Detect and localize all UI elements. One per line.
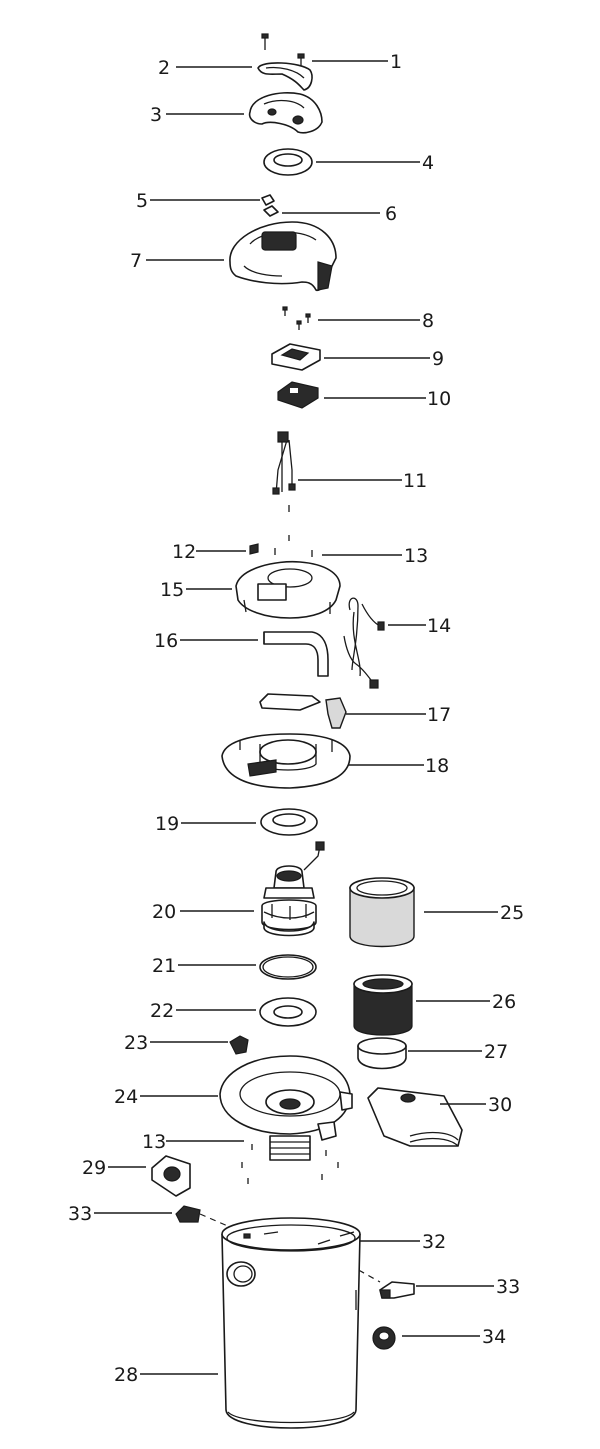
- part-10-board: [277, 381, 319, 409]
- callout-21: 21: [152, 955, 176, 977]
- part-7-cover: [229, 221, 337, 292]
- callout-22: 22: [150, 1000, 174, 1022]
- callout-11: 11: [403, 470, 427, 492]
- callout-18: 18: [425, 755, 449, 777]
- part-4-ring: [263, 148, 313, 176]
- part-5-6-small: [261, 194, 279, 217]
- part-25-foam-filter: [349, 877, 415, 948]
- callout-30: 30: [488, 1094, 512, 1116]
- callout-2: 2: [158, 57, 170, 79]
- part-33-clip-left: [175, 1205, 201, 1223]
- callout-1: 1: [390, 51, 402, 73]
- part-21-o-ring: [259, 954, 317, 980]
- callout-16: 16: [154, 630, 178, 652]
- part-30-filter-bag: [367, 1087, 463, 1147]
- callout-32: 32: [422, 1231, 446, 1253]
- callout-5: 5: [136, 190, 148, 212]
- part-3-top-cap: [248, 92, 323, 134]
- assembly-dashed-lines: [199, 1213, 381, 1283]
- part-2-handle: [257, 62, 313, 91]
- part-18-mid-housing: [221, 733, 351, 789]
- callout-33b: 33: [496, 1276, 520, 1298]
- part-24-tank-lid: [219, 1055, 353, 1161]
- part-11-wires: [272, 431, 296, 512]
- part-33-clip-right: [379, 1281, 415, 1299]
- callout-25: 25: [500, 902, 524, 924]
- part-20-motor: [261, 841, 325, 937]
- callout-10: 10: [427, 388, 451, 410]
- callout-7: 7: [130, 250, 142, 272]
- callout-13a: 13: [404, 545, 428, 567]
- part-12-13-small: [249, 535, 313, 557]
- callout-15: 15: [160, 579, 184, 601]
- part-14-cord: [343, 597, 385, 689]
- callout-17: 17: [427, 704, 451, 726]
- callout-28: 28: [114, 1364, 138, 1386]
- callout-13b: 13: [142, 1131, 166, 1153]
- callout-34: 34: [482, 1326, 506, 1348]
- callout-20: 20: [152, 901, 176, 923]
- callout-33a: 33: [68, 1203, 92, 1225]
- callout-9: 9: [432, 348, 444, 370]
- callout-26: 26: [492, 991, 516, 1013]
- leader-lines: [94, 60, 498, 1375]
- callout-8: 8: [422, 310, 434, 332]
- part-15-housing: [235, 560, 341, 619]
- callout-12: 12: [172, 541, 196, 563]
- part-22-ring: [259, 997, 317, 1027]
- callout-14: 14: [427, 615, 451, 637]
- part-13-screws-lower: [241, 1144, 339, 1184]
- callout-19: 19: [155, 813, 179, 835]
- part-19-gasket: [260, 808, 318, 836]
- part-27-retainer: [357, 1037, 407, 1070]
- part-28-tank: [221, 1217, 361, 1429]
- part-34-caster: [372, 1326, 396, 1350]
- part-8-screws: [282, 306, 311, 330]
- part-9-frame: [271, 343, 321, 371]
- part-26-cartridge-filter: [353, 974, 413, 1036]
- callout-24: 24: [114, 1086, 138, 1108]
- part-screw-top: [261, 33, 305, 70]
- callout-6: 6: [385, 203, 397, 225]
- callout-labels: 1 2 3 4 5 6 7 8 9 10 11 12 13 14 15 16 1…: [68, 51, 524, 1386]
- part-29-bracket: [151, 1155, 191, 1197]
- part-17-plates: [259, 693, 347, 729]
- callout-23: 23: [124, 1032, 148, 1054]
- callout-29: 29: [82, 1157, 106, 1179]
- callout-3: 3: [150, 104, 162, 126]
- part-16-duct: [263, 631, 329, 677]
- callout-4: 4: [422, 152, 434, 174]
- part-23-clip: [229, 1035, 249, 1055]
- callout-27: 27: [484, 1041, 508, 1063]
